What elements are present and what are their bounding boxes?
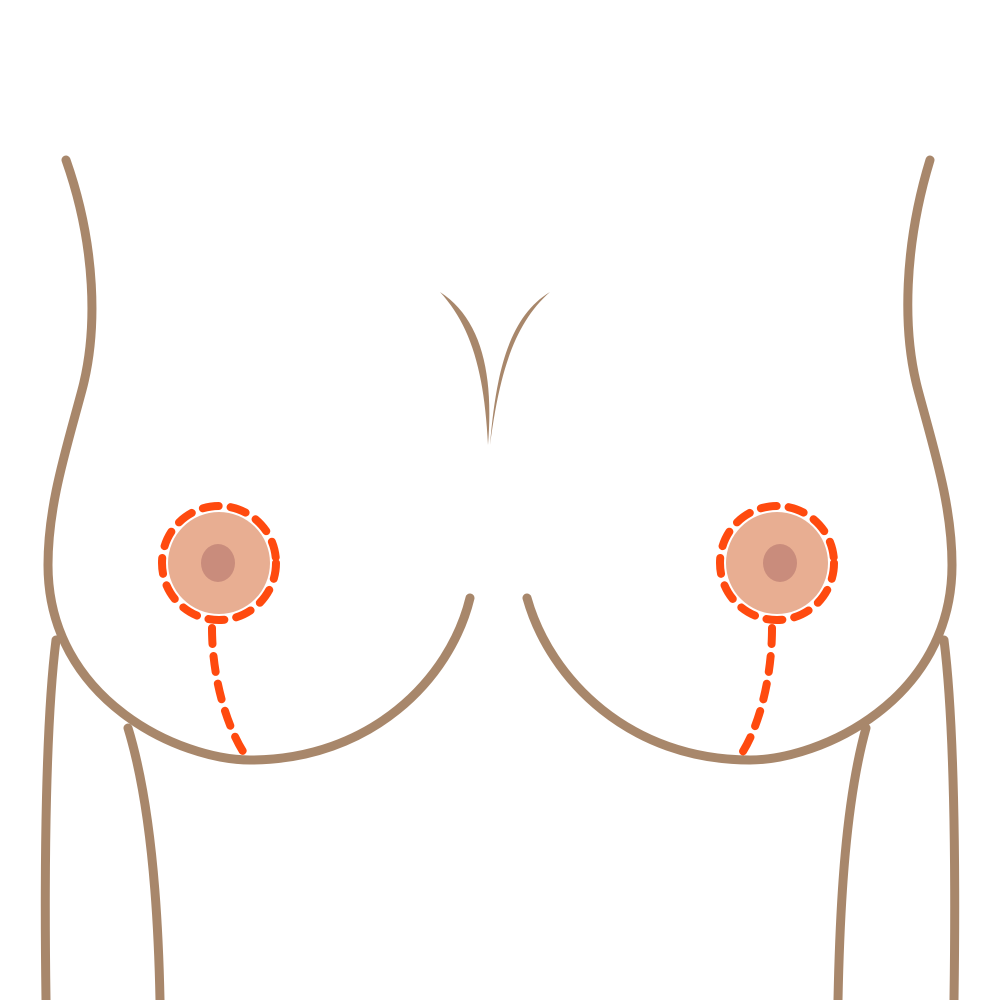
right-arm-outer-line xyxy=(939,635,960,1000)
cleavage-mark-right xyxy=(490,292,550,445)
torso-outline xyxy=(40,155,960,1000)
left-torso-contour xyxy=(43,155,475,765)
cleavage-mark xyxy=(440,292,490,445)
right-periareolar-incision xyxy=(716,502,838,624)
left-periareolar-incision xyxy=(158,502,280,624)
right-nipple xyxy=(763,544,797,582)
left-arm-inner-line xyxy=(123,723,165,1000)
incision-lines xyxy=(158,502,838,760)
left-vertical-incision xyxy=(208,624,250,760)
right-arm-inner-line xyxy=(833,723,871,1000)
left-nipple xyxy=(201,544,235,582)
left-arm-outer-line xyxy=(40,635,61,1000)
right-torso-contour xyxy=(522,155,957,765)
right-vertical-incision xyxy=(736,624,776,760)
